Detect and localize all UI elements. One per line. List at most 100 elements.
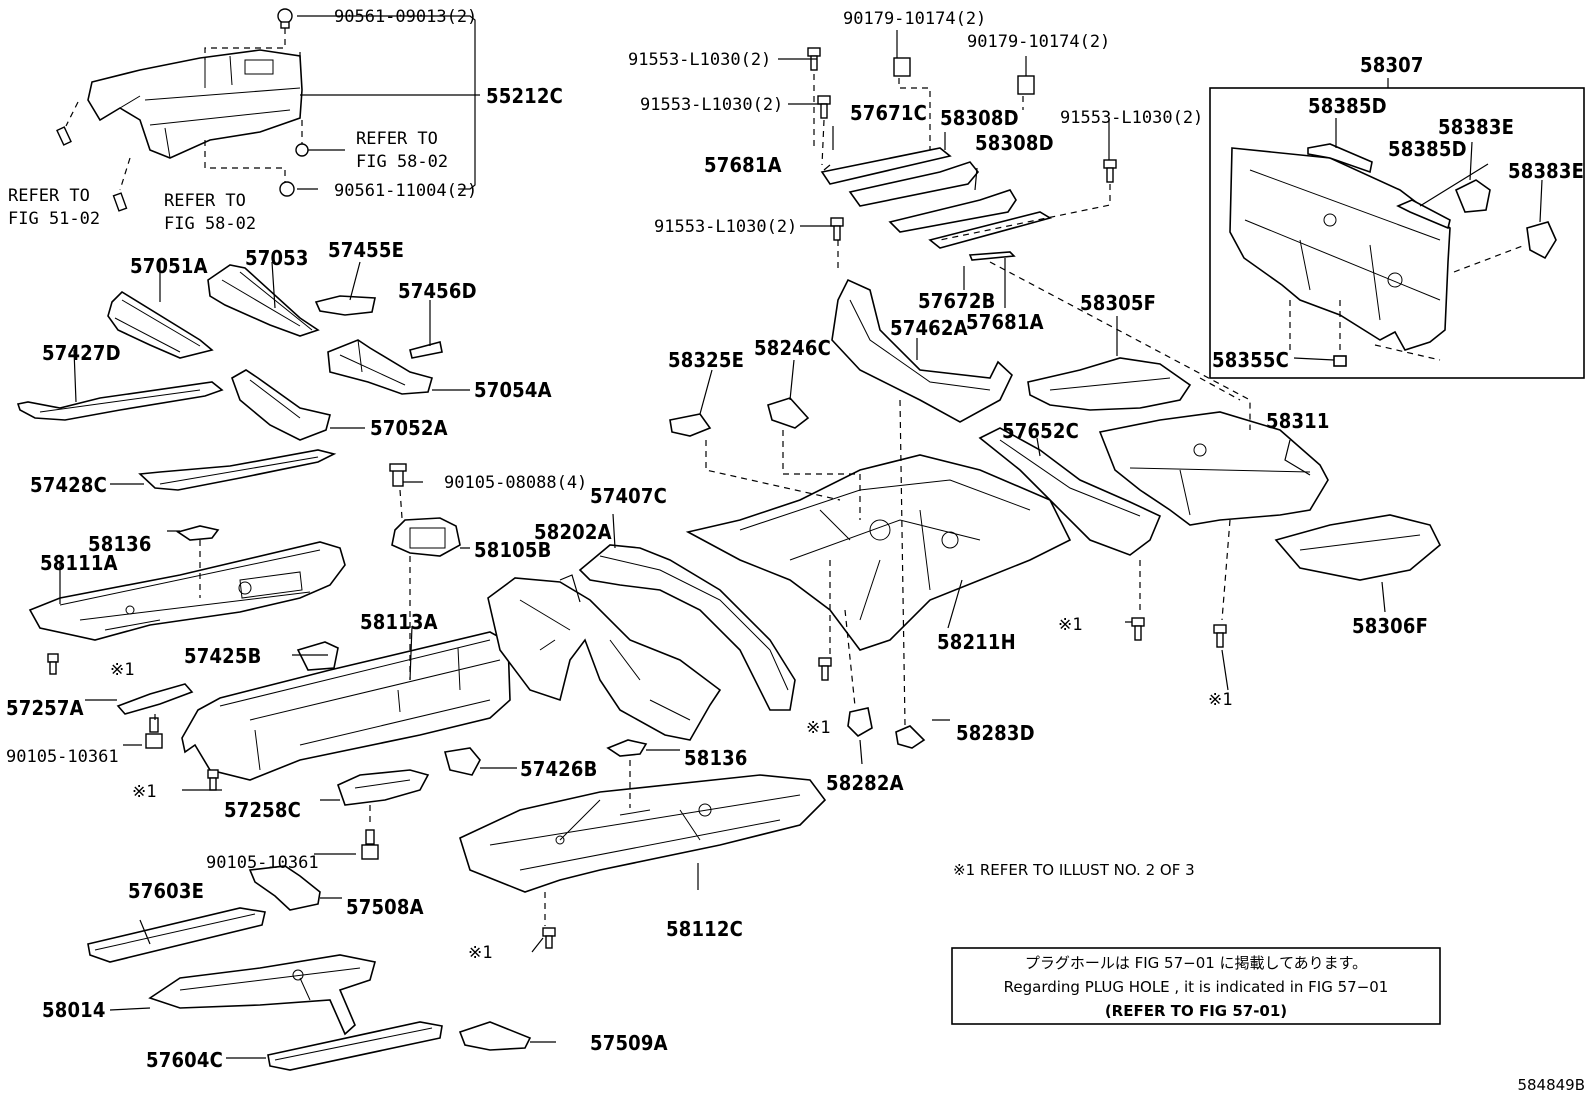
- label-mark-1a: ※1: [110, 660, 134, 680]
- label-57508A: 57508A: [346, 895, 424, 919]
- label-58014: 58014: [42, 998, 106, 1022]
- label-57425B: 57425B: [184, 644, 262, 668]
- part-58325E: [669, 413, 712, 437]
- label-57426B: 57426B: [520, 757, 598, 781]
- part-57053: [207, 264, 320, 337]
- label-57053: 57053: [245, 246, 309, 270]
- bolt-90105-08088: [389, 463, 407, 487]
- label-57681A-right: 57681A: [966, 310, 1044, 334]
- label-57051A: 57051A: [130, 254, 208, 278]
- label-58112C: 58112C: [666, 917, 743, 941]
- label-57604C: 57604C: [146, 1048, 223, 1072]
- label-58136-upper: 58136: [88, 532, 152, 556]
- label-58385D-lower: 58385D: [1388, 137, 1467, 161]
- label-58105B: 58105B: [474, 538, 552, 562]
- label-90561-09013: 90561-09013(2): [334, 7, 477, 27]
- label-mark-1b: ※1: [132, 782, 156, 802]
- label-mark-1c: ※1: [468, 943, 492, 963]
- label-fig-58-02-b: FIG 58-02: [164, 214, 256, 234]
- label-58385D-upper: 58385D: [1308, 94, 1387, 118]
- label-58308D-upper: 58308D: [940, 106, 1019, 130]
- label-91553-b: 91553-L1030(2): [640, 95, 783, 115]
- bolt-90561-09013: [277, 8, 293, 29]
- label-58325E: 58325E: [668, 348, 744, 372]
- label-58136-lower: 58136: [684, 746, 748, 770]
- label-90105-10361-b: 90105-10361: [206, 853, 319, 873]
- part-57455E: [314, 295, 376, 316]
- label-90179-b: 90179-10174(2): [967, 32, 1110, 52]
- bolt-90561-11004: [279, 181, 295, 197]
- part-58355C: [1333, 355, 1347, 367]
- figure-id: 584849B: [1517, 1076, 1585, 1094]
- label-58305F: 58305F: [1080, 291, 1156, 315]
- label-57054A: 57054A: [474, 378, 552, 402]
- part-58383E-lower: [1526, 221, 1557, 260]
- bolt-91553-c: [1103, 159, 1117, 183]
- part-58014: [148, 954, 377, 1036]
- part-55212C: [87, 49, 303, 159]
- label-58383E-upper: 58383E: [1438, 115, 1514, 139]
- label-90561-11004: 90561-11004(2): [334, 181, 477, 201]
- part-58112C: [459, 774, 827, 893]
- label-57672B: 57672B: [918, 289, 996, 313]
- notice-line-jp: プラグホールは FIG 57−01 に掲載してあります。: [1025, 954, 1367, 972]
- part-58113A: [181, 631, 511, 781]
- label-57428C: 57428C: [30, 473, 107, 497]
- group-box-58307: [1209, 87, 1585, 379]
- label-mark-1f: ※1: [1208, 690, 1232, 710]
- part-57456D: [409, 341, 443, 359]
- label-refer-to-b: REFER TO: [8, 186, 90, 206]
- label-refer-to-c: REFER TO: [164, 191, 246, 211]
- part-58311: [1098, 411, 1329, 526]
- part-57681A-right: [968, 251, 1016, 261]
- part-57508A: [248, 865, 321, 911]
- part-58308D-upper: [848, 161, 980, 207]
- part-58136-upper: [176, 525, 220, 541]
- nut-90105-10361-b: [361, 829, 379, 860]
- label-57052A: 57052A: [370, 416, 448, 440]
- part-57257A: [116, 683, 194, 715]
- label-mark-1d: ※1: [806, 718, 830, 738]
- part-57671C: [820, 147, 952, 185]
- bolt-91553-b: [817, 95, 831, 119]
- part-57051A: [107, 290, 214, 359]
- part-58305F: [1027, 357, 1192, 411]
- bolt-91553-a: [807, 47, 821, 71]
- label-58308D-lower: 58308D: [975, 131, 1054, 155]
- label-58113A: 58113A: [360, 610, 438, 634]
- part-58385D-lower: [1396, 199, 1451, 230]
- part-57652C: [978, 427, 1162, 556]
- label-91553-c: 91553-L1030(2): [1060, 108, 1203, 128]
- label-91553-a: 91553-L1030(2): [628, 50, 771, 70]
- label-58282A: 58282A: [826, 771, 904, 795]
- part-58383E-upper: [1454, 179, 1491, 213]
- part-57425B: [296, 641, 339, 671]
- part-58105B: [391, 517, 461, 557]
- part-58308D-lower: [888, 189, 1017, 233]
- part-58211H: [685, 454, 1072, 651]
- label-58211H: 58211H: [937, 630, 1016, 654]
- label-57455E: 57455E: [328, 238, 404, 262]
- label-58283D: 58283D: [956, 721, 1035, 745]
- label-90179-a: 90179-10174(2): [843, 9, 986, 29]
- bolt-mark-1e: [1131, 617, 1145, 641]
- part-57258C: [337, 769, 430, 806]
- part-57462A: [831, 278, 1013, 423]
- part-labels: 90561-09013(2) 55212C REFER TO FIG 58-02…: [6, 7, 1584, 1072]
- part-57052A: [231, 369, 331, 441]
- bolt-left-55212C: [56, 126, 128, 212]
- label-57257A: 57257A: [6, 696, 84, 720]
- part-57427D: [16, 381, 224, 421]
- label-90105-10361-a: 90105-10361: [6, 747, 119, 767]
- bolt-91553-d: [830, 217, 844, 241]
- part-57426B: [443, 747, 481, 776]
- part-58283D: [895, 725, 926, 749]
- label-58111A: 58111A: [40, 551, 118, 575]
- label-57681A-left: 57681A: [704, 153, 782, 177]
- part-58307-panel: [1229, 147, 1451, 351]
- part-57603E: [87, 907, 266, 963]
- part-57407C: [578, 544, 796, 711]
- part-57428C: [138, 449, 337, 491]
- label-57652C: 57652C: [1002, 419, 1079, 443]
